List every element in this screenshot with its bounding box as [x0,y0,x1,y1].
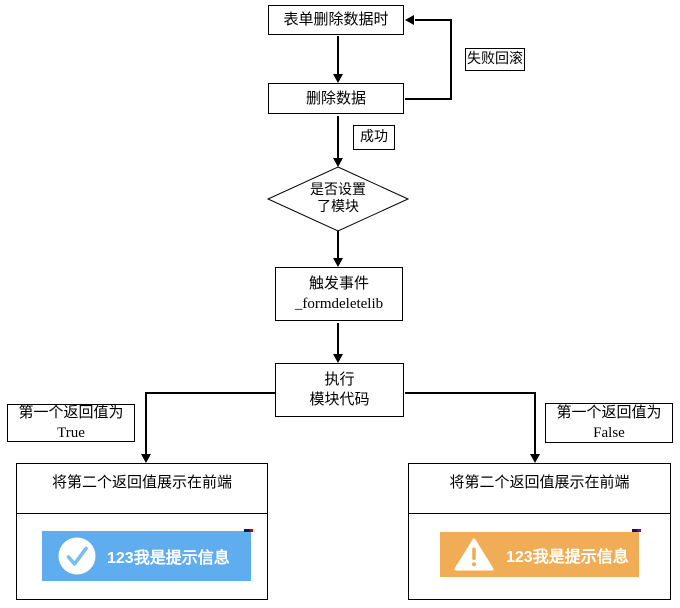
decision-line2: 了模块 [317,200,359,215]
trigger-line2: _formdeletelib [294,296,384,312]
screenshot-artifact-left [244,529,253,532]
label-success: 成功 [353,125,395,150]
arrowhead-rollback-to-start [405,15,414,25]
edge-execute-true-horizontal [145,392,276,394]
execute-line2: 模块代码 [309,392,370,408]
toast-warning: 123我是提示信息 [440,532,639,577]
toast-success-text: 123我是提示信息 [107,550,230,567]
node-trigger-event: 触发事件 _formdeletelib [275,267,403,321]
node-delete-data-label: 删除数据 [305,90,366,107]
label-first-return-true: 第一个返回值为 True [7,404,135,442]
true-label-line2: True [57,425,85,441]
screenshot-artifact-right [632,529,641,532]
node-form-delete-event: 表单删除数据时 [268,5,404,35]
label-first-return-false: 第一个返回值为 False [545,403,673,443]
edge-delete-to-decision [337,116,339,159]
node-decision-label: 是否设置 了模块 [266,166,410,232]
decision-diamond-shape [266,166,410,232]
edge-rollback-vertical [450,19,452,100]
execute-line1: 执行 [324,372,355,388]
arrowhead-decision-to-trigger [333,258,343,267]
true-label-line1: 第一个返回值为 [18,405,124,421]
edge-execute-false-horizontal [405,392,536,394]
arrowhead-trigger-to-execute [333,354,343,363]
edge-rollback-top [415,19,452,21]
arrowhead-false-to-result [530,454,540,463]
result-false-caption: 将第二个返回值展示在前端 [409,464,670,514]
node-form-delete-event-label: 表单删除数据时 [283,12,389,28]
false-label-line1: 第一个返回值为 [556,405,662,421]
result-true-caption: 将第二个返回值展示在前端 [17,464,267,514]
arrowhead-start-to-delete [333,74,343,83]
arrowhead-true-to-result [141,454,151,463]
trigger-line1: 触发事件 [308,276,369,292]
result-box-false: 将第二个返回值展示在前端 123我是提示信息 [408,463,671,600]
edge-execute-true-vertical [145,392,147,454]
edge-rollback-bottom [405,98,452,100]
edge-start-to-delete [337,36,339,75]
toast-success: 123我是提示信息 [42,531,251,581]
node-delete-data: 删除数据 [268,83,404,114]
false-label-line2: False [593,425,625,441]
edge-execute-false-vertical [534,392,536,454]
label-rollback-on-fail-text: 失败回滚 [467,51,523,67]
edge-trigger-to-execute [337,323,339,354]
node-decision-module-set: 是否设置 了模块 [266,166,410,232]
warning-triangle-icon [454,538,494,570]
decision-line1: 是否设置 [310,183,366,198]
result-box-true: 将第二个返回值展示在前端 123我是提示信息 [16,463,268,600]
arrowhead-delete-to-decision [333,158,343,167]
label-success-text: 成功 [360,129,388,145]
edge-decision-to-trigger [337,230,339,258]
label-rollback-on-fail: 失败回滚 [465,48,525,71]
check-circle-icon [58,537,96,575]
toast-warning-text: 123我是提示信息 [506,548,629,566]
node-execute-module-code: 执行 模块代码 [275,363,404,417]
